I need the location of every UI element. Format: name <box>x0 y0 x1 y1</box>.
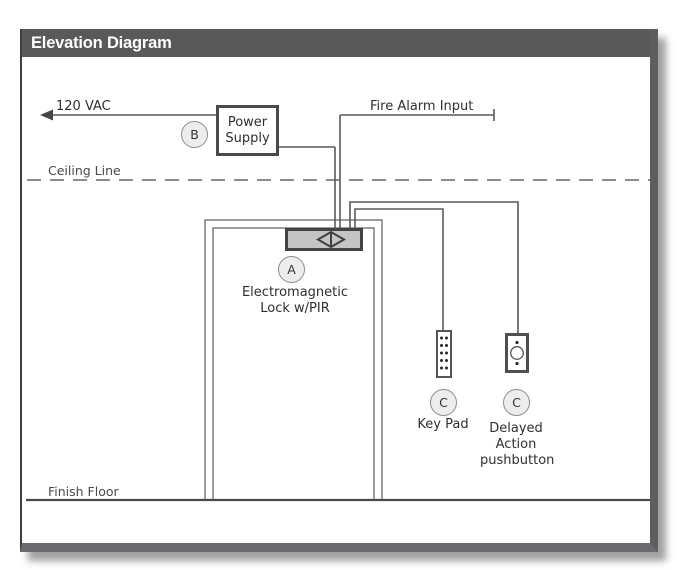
tag-circle-b: B <box>181 121 208 148</box>
tag-circle-c-pushbutton: C <box>503 389 530 416</box>
arrow-left-icon <box>40 109 53 121</box>
power-supply-box: Power Supply <box>216 105 279 156</box>
panel-title: Elevation Diagram <box>22 29 650 57</box>
vac-label: 120 VAC <box>56 99 111 114</box>
electromagnetic-lock <box>285 228 363 251</box>
em-lock-label: Electromagnetic Lock w/PIR <box>241 285 349 316</box>
keypad-dots-icon <box>440 336 448 370</box>
finish-floor-label: Finish Floor <box>48 484 119 499</box>
pushbutton-label: Delayed Action pushbutton <box>480 421 555 468</box>
power-supply-label: Power Supply <box>225 114 270 146</box>
lock-diamond-icon <box>315 231 347 248</box>
pushbutton-icon <box>510 340 524 366</box>
keypad-label: Key Pad <box>417 417 469 432</box>
wiring-and-structure-lines <box>26 109 650 502</box>
wires <box>46 109 519 333</box>
pushbutton-device <box>505 333 529 373</box>
diagram-canvas: 120 VAC Fire Alarm Input Ceiling Line Fi… <box>22 57 650 543</box>
tag-circle-c-keypad: C <box>430 389 457 416</box>
ceiling-line-label: Ceiling Line <box>48 163 121 178</box>
tag-circle-a: A <box>278 256 305 283</box>
elevation-diagram-panel: Elevation Diagram <box>20 29 658 552</box>
fire-alarm-label: Fire Alarm Input <box>370 99 474 114</box>
keypad-device <box>436 330 452 378</box>
